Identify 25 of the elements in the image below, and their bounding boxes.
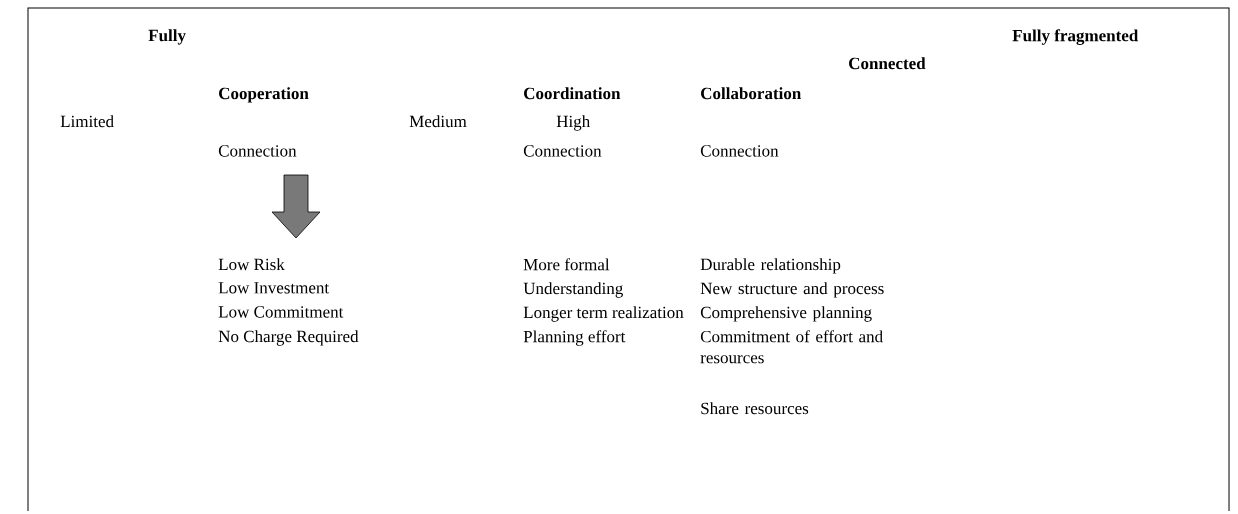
label-text: Connection — [218, 145, 297, 157]
column-heading: Cooperation — [219, 87, 309, 103]
column-heading: Fully — [148, 29, 186, 45]
column-heading: Connected — [849, 57, 926, 70]
label-text: Commitment of effort and resources — [700, 330, 883, 364]
label-text: Low Risk — [218, 258, 285, 271]
label-text: Low Investment — [218, 282, 330, 294]
column-heading: Fully fragmented — [1012, 29, 1139, 45]
label-text: Connection — [700, 145, 779, 157]
label-text: Connection — [523, 145, 602, 157]
label-text: Longer term realization — [523, 306, 684, 322]
label-text: Medium — [409, 115, 467, 128]
column-heading: Coordination — [524, 87, 621, 100]
label-text: Durable relationship — [700, 258, 841, 274]
label-text: No Charge Required — [218, 330, 359, 346]
label-text: Share resources — [701, 402, 809, 415]
label-text: Understanding — [523, 282, 623, 298]
label-text: Comprehensive planning — [700, 306, 872, 322]
label-text: Planning effort — [523, 330, 626, 346]
label-text: High — [556, 115, 590, 131]
label-text: New structure and process — [700, 282, 884, 298]
label-text: More formal — [523, 258, 610, 271]
label-text: Low Commitment — [218, 306, 344, 318]
column-heading: Collaboration — [701, 87, 801, 100]
label-text: Limited — [60, 115, 114, 128]
